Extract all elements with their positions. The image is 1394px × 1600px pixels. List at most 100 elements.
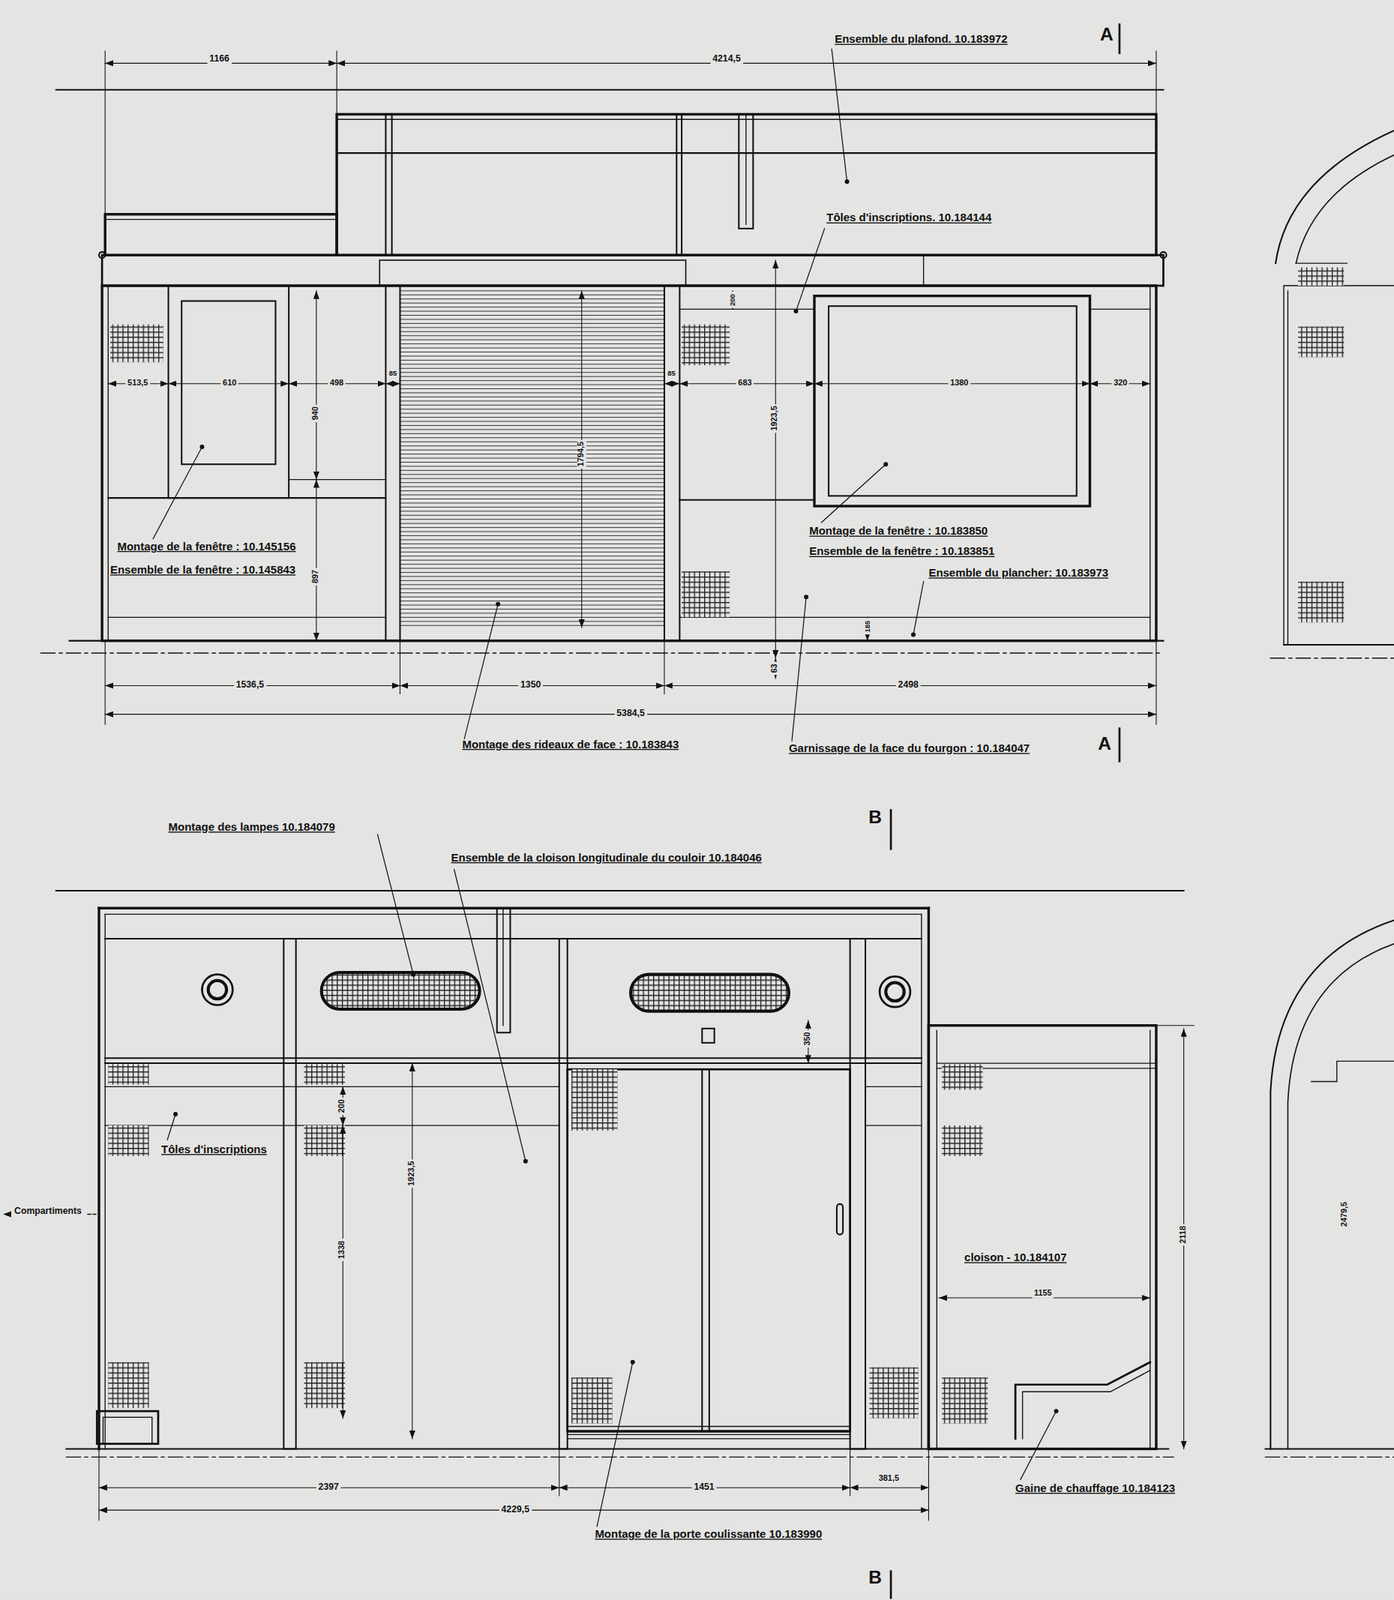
drawing-line (701, 1069, 703, 1432)
lamp-grille (630, 974, 789, 1012)
drawing-line (65, 1456, 1174, 1458)
drawing-line (399, 568, 664, 570)
hatch-patch (304, 1362, 345, 1409)
drawing-line (928, 1448, 930, 1520)
drawing-line (104, 641, 106, 726)
leader-dot (410, 972, 416, 978)
dimension-value: 1923,5 (770, 404, 780, 434)
drawing-line (399, 620, 664, 622)
leader-dot (173, 1112, 178, 1117)
drawing-line (679, 308, 815, 310)
drawing-line (399, 404, 664, 406)
drawing-line (399, 535, 664, 537)
drawing-rect (379, 260, 686, 286)
drawing-rect (559, 938, 568, 1449)
drawing-line (399, 596, 664, 598)
part-reference: Ensemble de la fenêtre : 10.145843 (110, 563, 296, 576)
drawing-line (1118, 728, 1122, 762)
drawing-rect (101, 285, 1157, 642)
dimension-value: 1338 (338, 1238, 348, 1262)
dimension-value: 2498 (896, 680, 921, 691)
drawing-line (913, 581, 924, 636)
drawing-line (399, 560, 664, 561)
dimension-value: 320 (1111, 379, 1130, 389)
dimension-value: 2397 (316, 1482, 342, 1493)
hatch-patch (110, 324, 164, 363)
drawing-line (399, 306, 664, 308)
drawing-line (1155, 50, 1157, 114)
lamp-symbol (201, 974, 233, 1006)
dimension-value: 1350 (518, 680, 543, 691)
drawing-line (152, 446, 202, 539)
drawing-line (399, 490, 664, 492)
drawing-line (391, 113, 393, 255)
drawing-path (1287, 944, 1394, 1450)
drawing-line (104, 1057, 922, 1059)
part-reference: Montage de la porte coulissante 10.18399… (594, 1527, 822, 1540)
drawing-line (56, 890, 1185, 892)
drawing-line (104, 218, 337, 220)
drawing-line (399, 326, 664, 328)
drawing-line (399, 608, 664, 610)
dimension-value: 85 (386, 369, 399, 378)
drawing-line (936, 1031, 938, 1450)
drawing-rect (181, 300, 276, 465)
dimension-value: 1451 (692, 1482, 717, 1493)
drawing-line (399, 453, 664, 455)
part-reference: Ensemble de la fenêtre : 10.183851 (809, 545, 995, 558)
drawing-line (920, 914, 922, 1449)
hatch-patch (941, 1064, 983, 1090)
drawing-line (399, 584, 664, 585)
drawing-line (399, 588, 664, 590)
drawing-line (399, 518, 664, 520)
drawing-line (104, 1086, 560, 1088)
section-mark: B (868, 808, 882, 829)
section-mark: A (1100, 25, 1114, 46)
dimension-line (315, 290, 317, 480)
drawing-line (399, 335, 664, 336)
drawing-line (1020, 1411, 1057, 1480)
drawing-line (399, 363, 664, 365)
drawing-line (399, 563, 664, 565)
dimension-value: 2118 (1179, 1223, 1189, 1246)
drawing-line (399, 371, 664, 373)
drawing-line (288, 479, 386, 480)
drawing-line (399, 478, 664, 480)
dimension-value: 63 (770, 662, 780, 676)
drawing-line (399, 294, 664, 296)
part-reference: Gaine de chauffage 10.184123 (1015, 1481, 1176, 1494)
drawing-line (399, 400, 664, 402)
drawing-line (377, 834, 414, 975)
part-reference: Garnissage de la face du fourgon : 10.18… (788, 741, 1030, 754)
hatch-patch (869, 1367, 918, 1419)
drawing-line (936, 1062, 1157, 1064)
drawing-line (336, 50, 338, 114)
drawing-line (399, 580, 664, 582)
drawing-line (399, 323, 664, 324)
drawing-rect (101, 254, 1164, 286)
drawing-line (675, 113, 678, 255)
drawing-line (821, 464, 887, 523)
section-mark: B (868, 1568, 882, 1589)
drawing-line (69, 640, 1164, 642)
drawing-line (865, 1124, 922, 1126)
drawing-rect (814, 296, 1090, 507)
leader-dot (523, 1159, 528, 1164)
drawing-rect (168, 285, 290, 498)
hatch-patch (681, 571, 730, 618)
dimension-value: 513,5 (125, 379, 150, 389)
drawing-line (107, 497, 386, 499)
dimension-value: 381,5 (876, 1474, 902, 1484)
drawing-line (831, 48, 847, 182)
hatch-patch (571, 1377, 612, 1424)
part-reference: Montage de la fenêtre : 10.183850 (809, 524, 988, 537)
drawing-line (567, 1438, 851, 1439)
drawing-line (923, 254, 924, 286)
dimension-value: 683 (736, 379, 755, 389)
drawing-line (399, 605, 664, 606)
dimension-line (342, 1125, 344, 1419)
lamp-symbol (98, 251, 105, 258)
leader-dot (630, 1360, 636, 1365)
hatch-patch (107, 1125, 149, 1157)
